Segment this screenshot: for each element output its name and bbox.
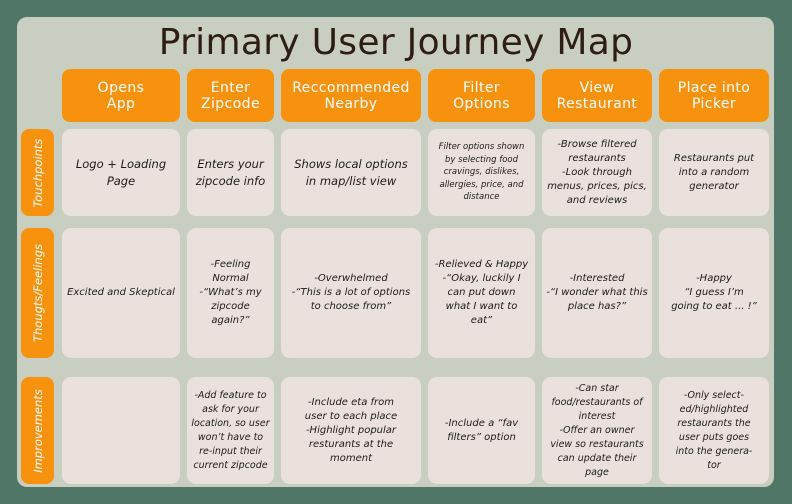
column-header-opens-app: Opens App [62,69,180,122]
column-header-view-restaurant: View Restaurant [542,69,652,122]
cell-touchpoints-opens-app: Logo + Loading Page [62,129,180,216]
cell-improvements-place-into-picker: -Only select- ed/highlighted restaurants… [659,377,769,484]
column-header-enter-zipcode: Enter Zipcode [187,69,274,122]
cell-touchpoints-view-restaurant: -Browse filtered restaurants -Look throu… [542,129,652,216]
column-header-filter-options: Filter Options [428,69,535,122]
cell-feelings-view-restaurant: -Interested -“I wonder what this place h… [542,228,652,358]
cell-feelings-filter-options: -Relieved & Happy -“Okay, luckily I can … [428,228,535,358]
cell-improvements-view-restaurant: -Can star food/restaurants of interest -… [542,377,652,484]
row-header-thoughts-feelings: Thougts/Feelings [21,228,54,358]
cell-touchpoints-recommended-nearby: Shows local options in map/list view [281,129,421,216]
row-header-improvements: Improvements [21,377,54,484]
cell-touchpoints-place-into-picker: Restaurants put into a random generator [659,129,769,216]
page-title: Primary User Journey Map [158,22,634,63]
cell-feelings-opens-app: Excited and Skeptical [62,228,180,358]
cell-improvements-filter-options: -Include a “fav filters” option [428,377,535,484]
cell-touchpoints-enter-zipcode: Enters your zipcode info [187,129,274,216]
cell-improvements-recommended-nearby: -Include eta from user to each place -Hi… [281,377,421,484]
cell-improvements-enter-zipcode: -Add feature to ask for your location, s… [187,377,274,484]
cell-feelings-recommended-nearby: -Overwhelmed -“This is a lot of options … [281,228,421,358]
cell-improvements-opens-app [62,377,180,484]
cell-feelings-place-into-picker: -Happy “I guess I’m going to eat ... !” [659,228,769,358]
row-header-touchpoints: Touchpoints [21,129,54,216]
cell-feelings-enter-zipcode: -Feeling Normal -“What’s my zipcode agai… [187,228,274,358]
column-header-recommended-nearby: Reccommended Nearby [281,69,421,122]
cell-touchpoints-filter-options: Filter options shown by selecting food c… [428,129,535,216]
column-header-place-into-picker: Place into Picker [659,69,769,122]
